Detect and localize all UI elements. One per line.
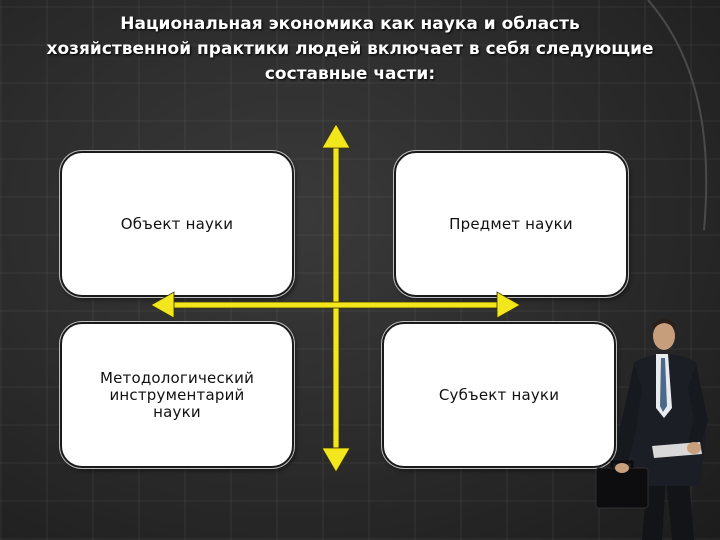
box-subject-matter-label: Предмет науки	[449, 214, 573, 233]
box-subject-matter-of-science: Предмет науки	[394, 151, 628, 297]
businessman-with-briefcase-icon	[595, 319, 708, 540]
box-object-label: Объект науки	[120, 214, 234, 233]
arrow-up-icon	[321, 123, 351, 149]
arrow-down-icon	[321, 447, 351, 473]
vertical-arrow-shaft	[332, 139, 340, 449]
box-subject-label: Субъект науки	[438, 385, 560, 404]
box-methodological-toolkit: Методологический инструментарий науки	[60, 322, 294, 468]
title-line-2: хозяйственной практики людей включает в …	[46, 39, 654, 59]
box-object-of-science: Объект науки	[60, 151, 294, 297]
box-subject-of-science: Субъект науки	[382, 322, 616, 468]
title-line-3: составные части:	[264, 64, 436, 84]
arrow-left-icon	[150, 291, 175, 319]
slide-title: Национальная экономика как наука и облас…	[20, 12, 680, 87]
arrow-right-icon	[496, 291, 521, 319]
title-line-1: Национальная экономика как наука и облас…	[120, 14, 580, 34]
horizontal-arrow-shaft	[169, 301, 503, 309]
box-methodology-label: Методологический инструментарий науки	[99, 368, 255, 421]
